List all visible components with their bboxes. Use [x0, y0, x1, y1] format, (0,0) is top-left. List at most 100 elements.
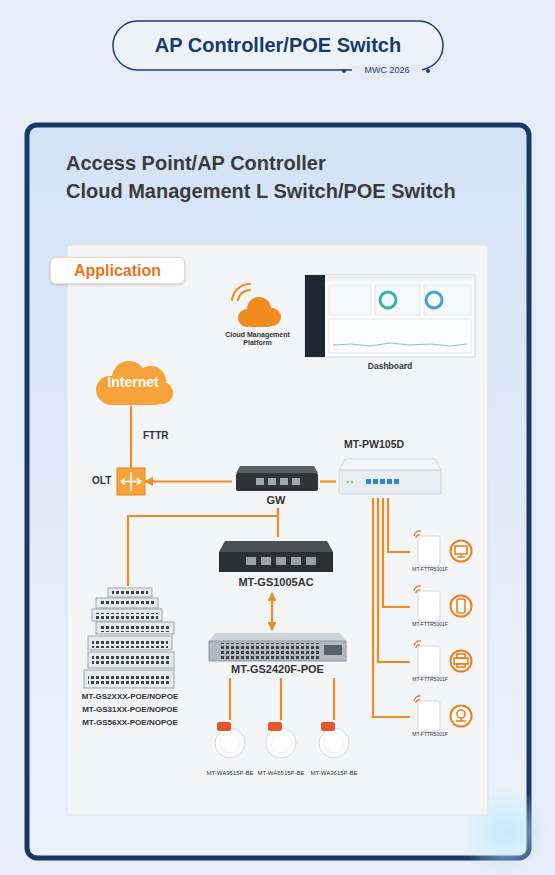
cloud-icon [232, 284, 281, 327]
router-device: MT-PW105D [336, 438, 442, 498]
fttr-ap: MT-FTTR5001F [410, 642, 450, 682]
sidebar [305, 275, 325, 357]
stack-switch [88, 636, 172, 650]
poe-switch: MT-GS2420F-POE [205, 630, 350, 678]
poe-switch-drawing [209, 633, 346, 661]
dashboard-node: Dashboard [303, 273, 477, 375]
card-frame [27, 125, 529, 858]
node-label: MT-PW105D [344, 438, 442, 450]
title-pill [113, 21, 443, 70]
port [380, 479, 385, 484]
device-top [339, 459, 441, 470]
application-panel [67, 245, 488, 815]
icon-ring [451, 706, 472, 727]
stack-switch [92, 609, 162, 621]
connector-line [378, 498, 410, 662]
fttr-ap: MT-FTTR5001F [410, 587, 450, 627]
connector-line [130, 406, 132, 468]
cloud-platform-node: Cloud Management Platform [220, 283, 295, 345]
section-heading: Cloud Management L Switch/POE Switch [66, 180, 516, 203]
port-row [92, 656, 170, 666]
ap-ring [271, 733, 291, 753]
port [387, 479, 392, 484]
connector-line [320, 480, 336, 482]
switch-stack: MT-GS2XXX-POE/NOPOEMT-GS31XX-POE/NOPOEMT… [74, 586, 186, 730]
gateway-drawing [236, 466, 318, 491]
stack-switch [84, 670, 174, 688]
node-label: MT-FTTR5001F [410, 622, 450, 628]
access-point-drawing [215, 722, 349, 758]
wifi7-badge [268, 722, 282, 731]
port [292, 478, 300, 485]
sfp-ports [324, 645, 342, 655]
node-label: MT-FTTR5001F [410, 567, 450, 573]
application-tag: Application [50, 257, 185, 284]
port [373, 479, 378, 484]
stack-switch [88, 652, 174, 668]
node-label: MT-WA3615P-BE [307, 770, 361, 777]
monitor-stand [457, 554, 465, 557]
port-row [88, 674, 170, 685]
widget [424, 285, 471, 315]
camera-icon [457, 710, 465, 718]
fttr-ap: MT-FTTR5001F [410, 697, 450, 737]
port-row [92, 640, 168, 648]
node-label: MT-GS2420F-POE [205, 663, 350, 676]
device-top [236, 466, 318, 473]
camera-base [456, 718, 466, 721]
node-label: MT-WA9515P-BE [203, 770, 257, 777]
donut [426, 292, 442, 308]
node-label: MT-WA6515P-BE [254, 770, 308, 777]
port [276, 557, 286, 565]
wifi-arc [232, 284, 250, 300]
connector-line [229, 678, 231, 720]
connector-line [280, 678, 282, 720]
device-front [219, 552, 333, 572]
led [351, 481, 353, 483]
connector-line [145, 480, 232, 482]
wifi-mark [414, 696, 421, 703]
wifi-mark [414, 586, 421, 593]
node-label: MT-GS31XX-POE/NOPOE [74, 705, 186, 714]
olt-node: OLT [90, 468, 145, 495]
panel-ap [418, 701, 440, 731]
ap-body [319, 728, 349, 758]
chart-area [329, 319, 471, 353]
access-point: MT-WA6515P-BE [254, 720, 308, 778]
port-block [220, 643, 320, 659]
event-tag: MWC 2026 [352, 65, 422, 75]
ap-ring [220, 733, 240, 753]
port [256, 478, 264, 485]
connector-line [383, 498, 410, 607]
internet-cloud: Internet [93, 360, 173, 406]
panel-ap [418, 646, 440, 676]
connectors [128, 406, 410, 720]
panel-ap [418, 591, 440, 621]
switch-device: MT-GS1005AC [215, 537, 337, 593]
node-label: MT-GS1005AC [215, 576, 337, 589]
cloud-part [247, 315, 273, 327]
fttr-ap: MT-FTTR5001F [410, 532, 450, 572]
port [291, 557, 301, 565]
node-label: Dashboard [303, 362, 477, 372]
wifi-mark [414, 641, 421, 648]
panel-ap [418, 536, 440, 566]
connector-line [373, 498, 410, 717]
chart-line [333, 343, 467, 346]
connector-line [128, 508, 278, 586]
port [394, 479, 399, 484]
page-title: AP Controller/POE Switch [113, 31, 443, 59]
printer-tray [457, 664, 465, 667]
device-front [236, 473, 318, 491]
olt-arrows [121, 472, 141, 491]
olt-box [117, 468, 145, 495]
port [280, 478, 288, 485]
node-label: MT-GS56XX-POE/NOPOE [74, 718, 186, 727]
stack-switch [96, 598, 158, 608]
node-label: Cloud Management Platform [223, 331, 292, 347]
widget [329, 285, 371, 315]
